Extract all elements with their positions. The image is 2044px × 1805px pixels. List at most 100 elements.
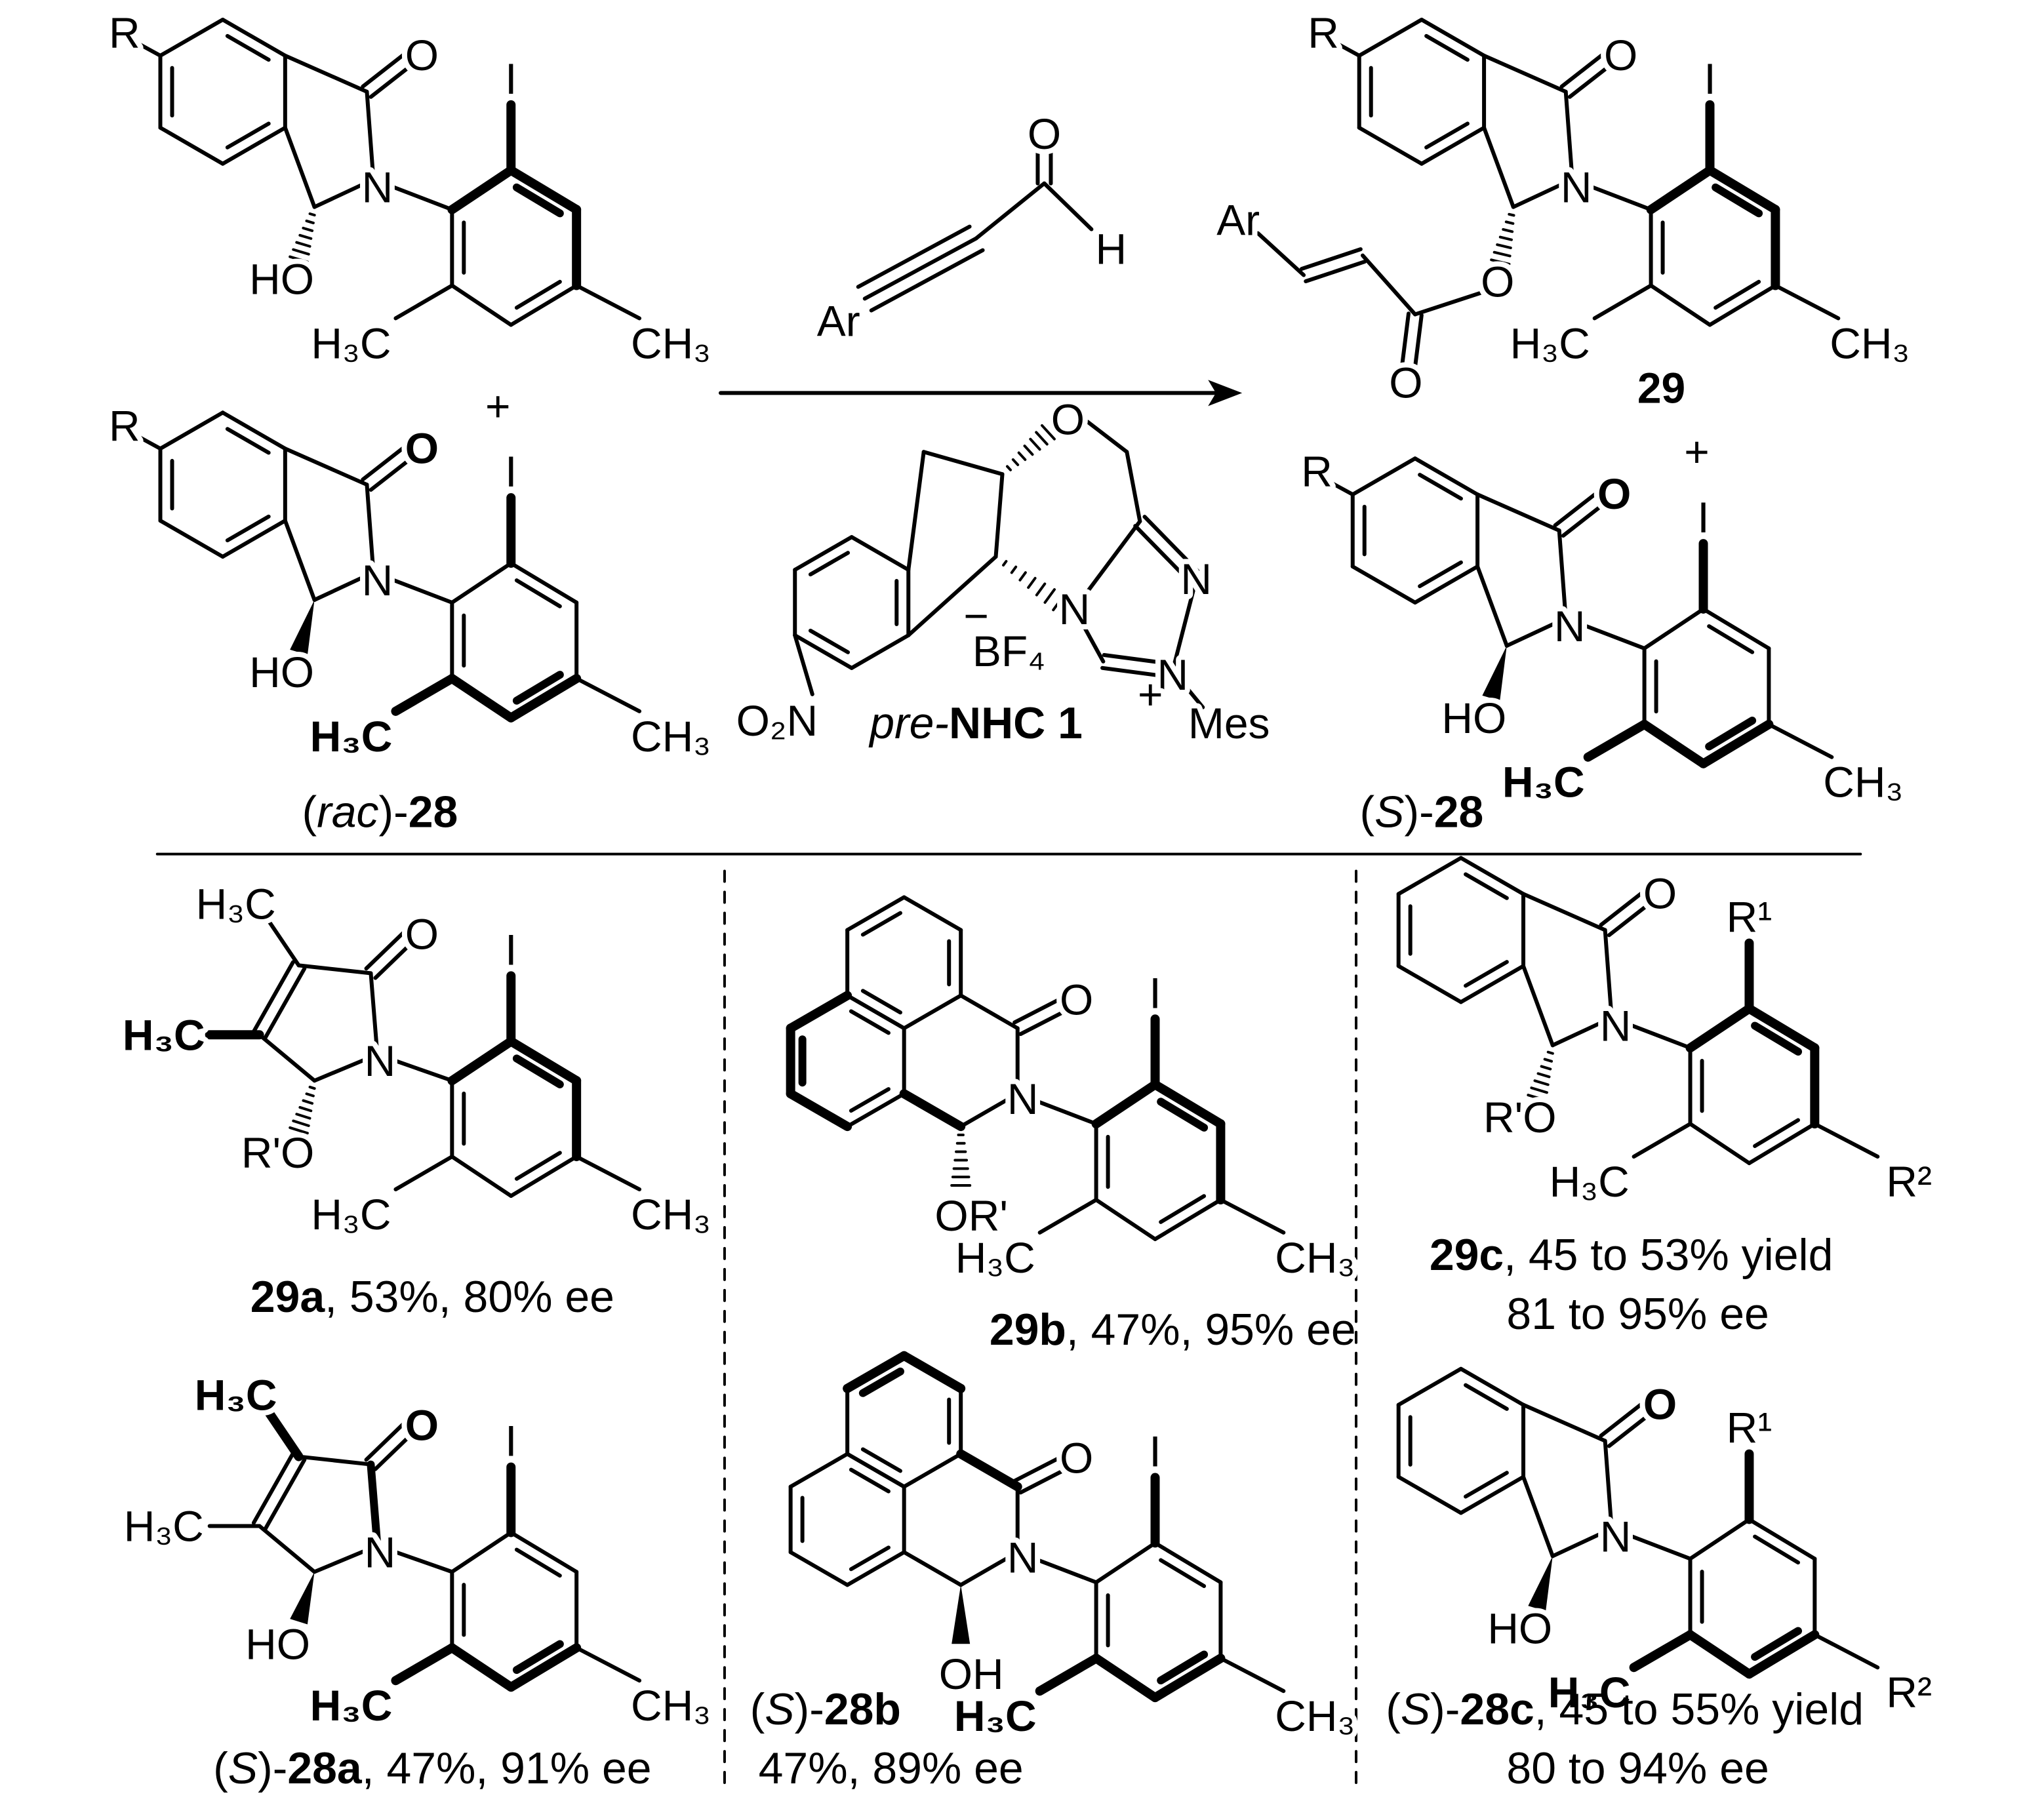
bond	[296, 1454, 373, 1467]
bond	[1609, 1016, 1693, 1050]
double-bond	[1018, 1008, 1069, 1037]
methyl-label-left: H₃C	[1548, 1668, 1631, 1716]
substituent-label-top: I	[505, 54, 517, 103]
caption-29c-part: , 45 to 53% yield	[1504, 1230, 1833, 1279]
bond	[312, 177, 376, 209]
bond	[1475, 492, 1561, 533]
substituent-label-top: I	[1149, 968, 1161, 1017]
caption-28c-line2: 80 to 94% ee	[1506, 1744, 1769, 1793]
double-bond-line	[1751, 1022, 1803, 1056]
ring-bond	[447, 673, 516, 723]
hashed-wedge	[1496, 243, 1512, 250]
nitrogen-label: N	[1554, 602, 1586, 650]
oxy-label: OR'	[934, 1191, 1007, 1240]
ring-bond	[450, 1530, 513, 1574]
double-bond	[361, 52, 407, 89]
double-bond	[1100, 665, 1174, 679]
caption-28c: (S)-28c, 45 to 55% yield	[1386, 1685, 1864, 1734]
double-bond-line	[1418, 560, 1463, 589]
caption-28b: (S)-28b	[750, 1685, 901, 1734]
alkyne	[862, 236, 978, 301]
ring-bond	[849, 535, 911, 572]
double-bond	[1599, 1400, 1645, 1438]
bond	[899, 1089, 966, 1132]
double-bond-line	[1464, 960, 1509, 988]
double-bond-line	[1751, 1627, 1803, 1661]
ring-bond	[509, 283, 579, 327]
caption-29c: 29c, 45 to 53% yield	[1430, 1230, 1834, 1279]
carbonyl-oxygen: O	[1060, 1434, 1093, 1482]
double-bond-line	[512, 1640, 564, 1675]
double-bond	[1102, 653, 1176, 666]
carbonyl-oxygen: O	[1060, 975, 1093, 1023]
double-bond-line	[225, 121, 271, 149]
bond	[369, 971, 380, 1057]
bond	[257, 1524, 317, 1574]
carbonyl-oxygen: O	[405, 1401, 439, 1450]
ring-bond	[1094, 1541, 1157, 1585]
methyl-label-right: CH₃	[631, 712, 711, 761]
bond	[1511, 177, 1574, 209]
mesityl-label: Mes	[1188, 699, 1270, 747]
negative-charge: −	[963, 591, 989, 640]
bond	[312, 570, 376, 602]
hashed-wedge	[1498, 235, 1513, 241]
caption-28c-part: , 45 to 55% yield	[1534, 1685, 1864, 1734]
double-bond	[373, 1430, 416, 1471]
ring-bond	[1698, 719, 1774, 768]
ring-bond	[1747, 1517, 1817, 1561]
hydroxy-label: HO	[249, 255, 314, 304]
double-bond-line	[849, 1545, 891, 1572]
bond	[1218, 1198, 1286, 1235]
double-bond	[251, 1451, 295, 1525]
bond	[1475, 565, 1509, 648]
ring-bond	[450, 1155, 513, 1199]
ring-bond	[786, 1089, 852, 1132]
ring-bond	[1419, 125, 1487, 166]
bond	[312, 1052, 380, 1083]
caption-28b-part: S	[765, 1685, 794, 1734]
methyl-label-left: H₃C	[955, 1233, 1035, 1282]
carbonyl-oxygen: O	[1643, 869, 1677, 918]
bond	[1557, 528, 1568, 620]
ring-bond	[902, 895, 963, 932]
substituent-label-top: R¹	[1727, 1404, 1773, 1452]
ring-bond	[849, 633, 911, 670]
double-bond	[1299, 247, 1363, 271]
double-bond	[364, 1421, 407, 1462]
double-bond	[1561, 501, 1607, 538]
caption-29c-part: 29c	[1430, 1230, 1504, 1279]
double-bond-line	[1712, 183, 1763, 218]
ring-bond	[509, 1155, 579, 1199]
ring-bond	[1396, 1475, 1463, 1515]
ring-bond	[845, 1092, 906, 1129]
double-bond	[1607, 900, 1653, 938]
ring-bond	[447, 1643, 516, 1692]
carbonyl-oxygen: O	[1597, 469, 1631, 518]
ring-bond	[902, 993, 963, 1031]
hashed-wedge	[1011, 458, 1020, 466]
tetrafluoroborate-label: BF₄	[972, 627, 1045, 675]
bond	[1015, 1550, 1098, 1585]
substituent-label-top: I	[505, 1417, 517, 1465]
double-bond-line	[860, 989, 902, 1015]
double-bond-line	[849, 1009, 891, 1035]
aryl-label: Ar	[817, 296, 860, 345]
oxy-label: OH	[939, 1650, 1004, 1698]
ring-bond	[845, 1452, 906, 1489]
ring-bond	[1642, 606, 1706, 650]
ring-bond	[1350, 456, 1417, 497]
bond	[1767, 722, 1834, 759]
methyl-label-right: CH₃	[1823, 758, 1903, 806]
caption-28c-part: (	[1386, 1685, 1401, 1734]
caption-rac28-part: 28	[409, 787, 458, 837]
bond	[1042, 181, 1094, 231]
hashed-wedge	[1006, 465, 1012, 471]
aldehyde-oxygen: O	[1028, 109, 1061, 158]
caption-rac28-part: rac	[317, 787, 378, 837]
methyl-label-left: H₃C	[1510, 319, 1590, 367]
double-bond	[251, 960, 295, 1034]
ring-bond	[1649, 283, 1712, 327]
nitrogen-label: N	[1600, 1001, 1632, 1050]
